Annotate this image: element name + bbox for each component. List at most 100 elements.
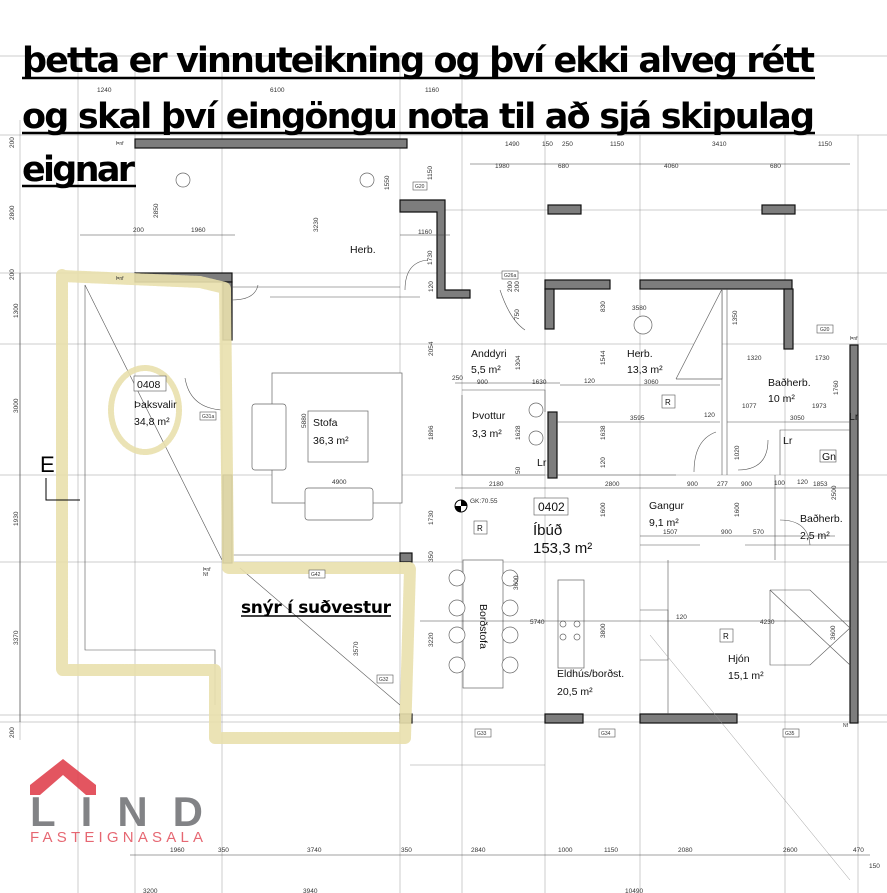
partitions-part bbox=[84, 284, 223, 561]
dim: 5740 bbox=[530, 619, 545, 626]
walls-part bbox=[544, 279, 611, 290]
walls-part bbox=[639, 279, 793, 290]
window-tags-part bbox=[598, 728, 616, 738]
bed bbox=[675, 288, 723, 380]
window-tags-part bbox=[474, 728, 492, 738]
partitions-part bbox=[769, 589, 851, 666]
dim: 3570 bbox=[353, 641, 360, 656]
dim: 2840 bbox=[471, 847, 486, 854]
cooktop-part bbox=[573, 620, 581, 628]
gn-label: Gn bbox=[822, 451, 836, 463]
window-tags-part: G42 bbox=[311, 572, 321, 578]
dining-chairs-part bbox=[448, 626, 466, 644]
vent-label: R bbox=[477, 524, 483, 533]
window-tags-part bbox=[308, 569, 326, 579]
walls-part bbox=[544, 288, 555, 330]
room-area: 15,1 m² bbox=[728, 670, 764, 682]
dim: 350 bbox=[218, 847, 229, 854]
partitions-part bbox=[461, 395, 545, 476]
dim: 1160 bbox=[418, 229, 432, 236]
level-marker-icon-part bbox=[455, 500, 467, 512]
dim: 1304 bbox=[515, 355, 522, 370]
room-name: Þvottur bbox=[472, 410, 506, 422]
dim: 150 bbox=[869, 863, 880, 870]
window-tags-part: G34 bbox=[601, 731, 611, 737]
partitions-part bbox=[231, 284, 259, 301]
dim: 1240 bbox=[97, 87, 112, 94]
partitions-part bbox=[239, 567, 401, 706]
storage-label: Lr bbox=[783, 435, 793, 447]
dim: 4060 bbox=[664, 163, 679, 170]
terrace-area: 34,8 m² bbox=[134, 416, 170, 428]
dim: 6100 bbox=[270, 87, 285, 94]
dining-chairs-part bbox=[448, 569, 466, 587]
dim: 4900 bbox=[332, 479, 347, 486]
dim: 1550 bbox=[384, 175, 391, 190]
dim: 1760 bbox=[833, 380, 840, 395]
dim: 200 bbox=[507, 281, 514, 292]
walls-part bbox=[399, 199, 471, 299]
room-labels-part bbox=[819, 449, 837, 463]
dim: 570 bbox=[753, 529, 764, 536]
dim: 120 bbox=[600, 457, 607, 468]
dim: 1000 bbox=[558, 847, 573, 854]
orientation-note: snýr í suðvestur bbox=[241, 598, 392, 618]
dim: 200 bbox=[9, 269, 16, 280]
dim: 4230 bbox=[760, 619, 775, 626]
window-tags-part: G33 bbox=[477, 731, 487, 737]
dim: 3600 bbox=[513, 575, 520, 590]
window-tags-part: G32 bbox=[379, 677, 389, 683]
level-marker-icon bbox=[454, 499, 468, 513]
dim: 1896 bbox=[428, 425, 435, 440]
dim: 1160 bbox=[425, 87, 439, 94]
walls-part bbox=[783, 288, 794, 350]
partitions-part bbox=[84, 285, 216, 705]
window-tags-part: G26a bbox=[504, 273, 516, 279]
furniture-part bbox=[175, 172, 191, 188]
dim: 2080 bbox=[678, 847, 693, 854]
chair bbox=[633, 315, 653, 335]
dim: 200 bbox=[9, 137, 16, 148]
dim: 350 bbox=[401, 847, 412, 854]
window-tags-part bbox=[501, 270, 519, 280]
window-tags-part bbox=[199, 411, 217, 421]
room-name: Herb. bbox=[627, 348, 653, 360]
partitions-part bbox=[404, 259, 429, 291]
dim: 120 bbox=[584, 378, 595, 385]
dim: 2600 bbox=[783, 847, 798, 854]
dim: 2800 bbox=[605, 481, 620, 488]
terrace-highlight-part bbox=[56, 269, 416, 744]
storage-label: Lr bbox=[849, 411, 859, 423]
storage-label: Lr bbox=[537, 457, 547, 469]
dim: 830 bbox=[600, 301, 607, 312]
dim: 680 bbox=[770, 163, 781, 170]
apartment-area: 153,3 m² bbox=[533, 540, 592, 557]
room-area: 13,3 m² bbox=[627, 364, 663, 376]
window-tags-part: G35 bbox=[785, 731, 795, 737]
dim: 120 bbox=[704, 412, 715, 419]
apartment-number: 0402 bbox=[538, 500, 565, 514]
walls-part bbox=[544, 713, 584, 724]
dim: 1300 bbox=[13, 303, 20, 318]
dim: 1960 bbox=[170, 847, 185, 854]
dim: 680 bbox=[558, 163, 569, 170]
terrace-number: 0408 bbox=[137, 379, 161, 391]
partitions-part bbox=[640, 609, 669, 661]
dim: 3580 bbox=[632, 305, 647, 312]
room-area: 36,3 m² bbox=[313, 435, 349, 447]
partitions-part bbox=[462, 389, 546, 412]
dim: 900 bbox=[687, 481, 698, 488]
dining-chairs-part bbox=[501, 656, 519, 674]
dim: 1077 bbox=[742, 403, 757, 410]
disclaimer-note: þetta er vinnuteikning og því ekki alveg… bbox=[22, 41, 815, 618]
room-labels-part bbox=[533, 497, 569, 516]
floor-level: GK:70.55 bbox=[470, 498, 498, 505]
dining-chairs-part bbox=[501, 599, 519, 617]
dim: 3200 bbox=[143, 888, 158, 893]
sofa bbox=[304, 487, 374, 521]
dim: 1150 bbox=[604, 847, 618, 854]
dim: 1020 bbox=[734, 445, 741, 460]
dim: 5880 bbox=[301, 413, 308, 428]
partitions-part bbox=[779, 429, 850, 475]
